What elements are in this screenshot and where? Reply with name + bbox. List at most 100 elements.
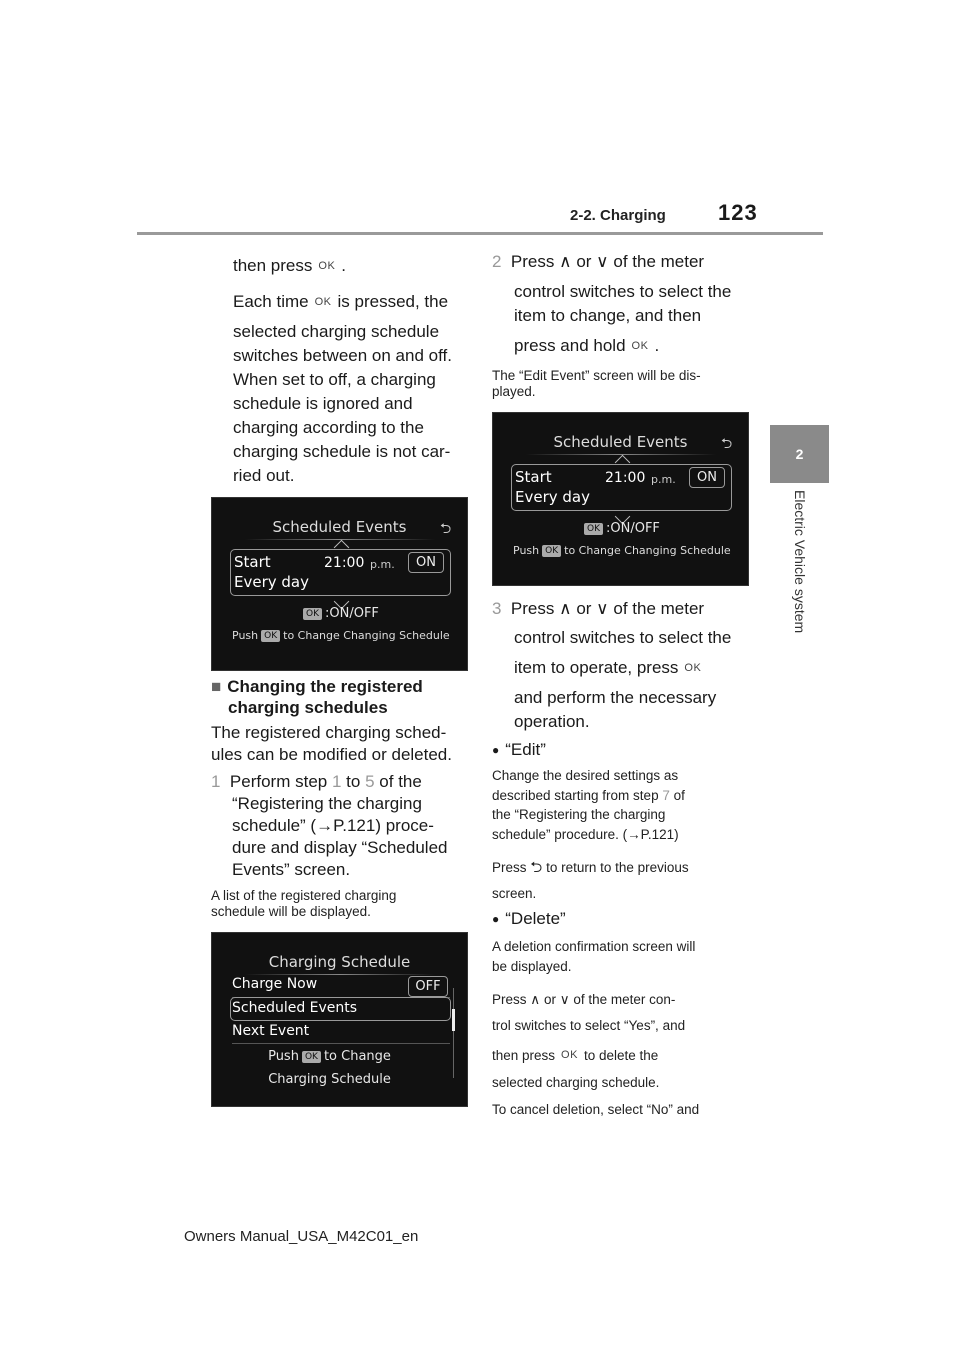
back-icon: ⮌ xyxy=(530,859,543,876)
text: to Change Changing Schedule xyxy=(283,629,450,642)
text: Push xyxy=(268,1049,299,1064)
text: Press xyxy=(492,992,527,1007)
text-line: played. xyxy=(492,384,536,399)
text-line: the “Registering the charging xyxy=(492,807,666,822)
text: . xyxy=(341,256,347,275)
menu-next-event: Next Event xyxy=(232,1023,310,1039)
step1-note: A list of the registered charging schedu… xyxy=(211,888,396,920)
page-ref-line[interactable]: schedule” (→P.121) proce- xyxy=(232,816,434,835)
text-line: item to change, and then xyxy=(514,306,702,325)
step-number: 2 xyxy=(492,252,502,271)
step-number: 3 xyxy=(492,599,502,618)
ok-button-icon: OK xyxy=(318,260,336,272)
event-state-badge: ON xyxy=(408,552,444,573)
text: to xyxy=(346,772,361,791)
text-line: charging according to the xyxy=(233,418,424,437)
delete-step-line1: Press ∧ or ∨ of the meter con- xyxy=(492,991,675,1009)
text: or xyxy=(576,599,592,618)
page-ref-line[interactable]: schedule” procedure. (→P.121) xyxy=(492,826,679,842)
ok-button-icon: OK xyxy=(684,662,702,674)
text: :ON/OFF xyxy=(325,606,379,621)
step-1: 1 Perform step 1 to 5 of the “Registerin… xyxy=(211,771,447,881)
chapter-title: Electric Vehicle system xyxy=(791,490,808,634)
ok-badge-icon: OK xyxy=(303,608,322,620)
text: press and hold xyxy=(514,336,626,355)
delete-bullet: “Delete” xyxy=(492,907,565,931)
event-ampm: p.m. xyxy=(651,473,676,486)
ok-badge-icon: OK xyxy=(261,630,281,642)
text: Perform step xyxy=(229,772,328,791)
text-line: dure and display “Scheduled xyxy=(232,838,448,857)
text: to Change xyxy=(323,1049,391,1064)
screen-title: Charging Schedule xyxy=(212,953,467,971)
section-title: 2-2. Charging xyxy=(570,207,666,224)
event-start-label: Start xyxy=(234,553,271,571)
scheduled-events-screen: Scheduled Events ⮌ Start Every day 21:00… xyxy=(211,497,468,671)
text-line: ried out. xyxy=(233,466,295,485)
screen-title: Scheduled Events xyxy=(212,518,467,536)
chapter-side-label: Electric Vehicle system xyxy=(770,490,829,690)
screen-title: Scheduled Events xyxy=(493,433,748,451)
subheading-line: Changing the registered xyxy=(211,676,423,697)
text-line: charging schedule is not car- xyxy=(233,442,451,461)
edit-bullet: “Edit” xyxy=(492,738,546,762)
text-line: A deletion confirmation screen will xyxy=(492,939,696,954)
step2-note: The “Edit Event” screen will be dis- pla… xyxy=(492,368,701,400)
step3-line2: control switches to select the xyxy=(514,628,732,647)
onoff-hint: OK:ON/OFF xyxy=(581,521,660,536)
text: to return to the previous xyxy=(546,860,689,875)
event-state-badge: ON xyxy=(689,467,725,488)
text: Push xyxy=(232,629,259,642)
step-number: 1 xyxy=(211,772,221,791)
intro-paragraph: The registered charging sched- ules can … xyxy=(211,722,452,766)
header-divider xyxy=(137,232,823,235)
edit-description: Change the desired settings as described… xyxy=(492,766,685,844)
step3-end: and perform the necessary operation. xyxy=(514,686,716,734)
text: or xyxy=(543,992,556,1007)
text: Press xyxy=(492,860,527,875)
text-line: “Registering the charging xyxy=(232,794,422,813)
back-instruction-end: screen. xyxy=(492,886,537,901)
onoff-description: selected charging schedule switches betw… xyxy=(233,320,452,488)
delete-description: A deletion confirmation screen will be d… xyxy=(492,937,695,976)
text: of the meter xyxy=(613,599,705,618)
text-line: ules can be modified or deleted. xyxy=(211,745,452,764)
step-ref: 7 xyxy=(662,787,670,803)
delete-step-line5: To cancel deletion, select “No” and xyxy=(492,1102,700,1117)
event-time: 21:00 xyxy=(324,555,365,571)
chevron-up-icon: ∧ xyxy=(530,992,541,1007)
text: or xyxy=(576,252,592,271)
chevron-down-icon: ∨ xyxy=(559,992,570,1007)
ok-button-icon: OK xyxy=(561,1049,578,1061)
ok-badge-icon: OK xyxy=(542,545,562,557)
text-line: schedule is ignored and xyxy=(233,394,413,413)
delete-step-line4: selected charging schedule. xyxy=(492,1075,660,1090)
step-ref: 1 xyxy=(331,772,342,791)
text: of the meter con- xyxy=(573,992,676,1007)
subheading-line: charging schedules xyxy=(228,698,388,717)
delete-step-line2: trol switches to select “Yes”, and xyxy=(492,1018,686,1033)
step-2: 2 Press ∧ or ∨ of the meter xyxy=(492,250,704,274)
back-icon: ⮌ xyxy=(440,521,452,537)
text: of xyxy=(673,787,685,803)
ok-badge-icon: OK xyxy=(301,1051,321,1063)
back-icon: ⮌ xyxy=(721,436,733,452)
footer-manual-id: Owners Manual_USA_M42C01_en xyxy=(184,1228,419,1245)
scheduled-events-screen-2: Scheduled Events ⮌ Start Every day 21:00… xyxy=(492,412,749,586)
push-hint-line2: Charging Schedule xyxy=(268,1072,391,1087)
text: Each time xyxy=(233,292,309,311)
chevron-up-icon: ∧ xyxy=(559,599,572,618)
text: of the xyxy=(379,772,422,791)
text: Push xyxy=(513,544,540,557)
step-ref: 5 xyxy=(365,772,375,791)
subheading: Changing the registered charging schedul… xyxy=(211,676,423,718)
text-line: operation. xyxy=(514,712,590,731)
ok-button-icon: OK xyxy=(631,340,649,352)
event-everyday-label: Every day xyxy=(515,488,590,506)
